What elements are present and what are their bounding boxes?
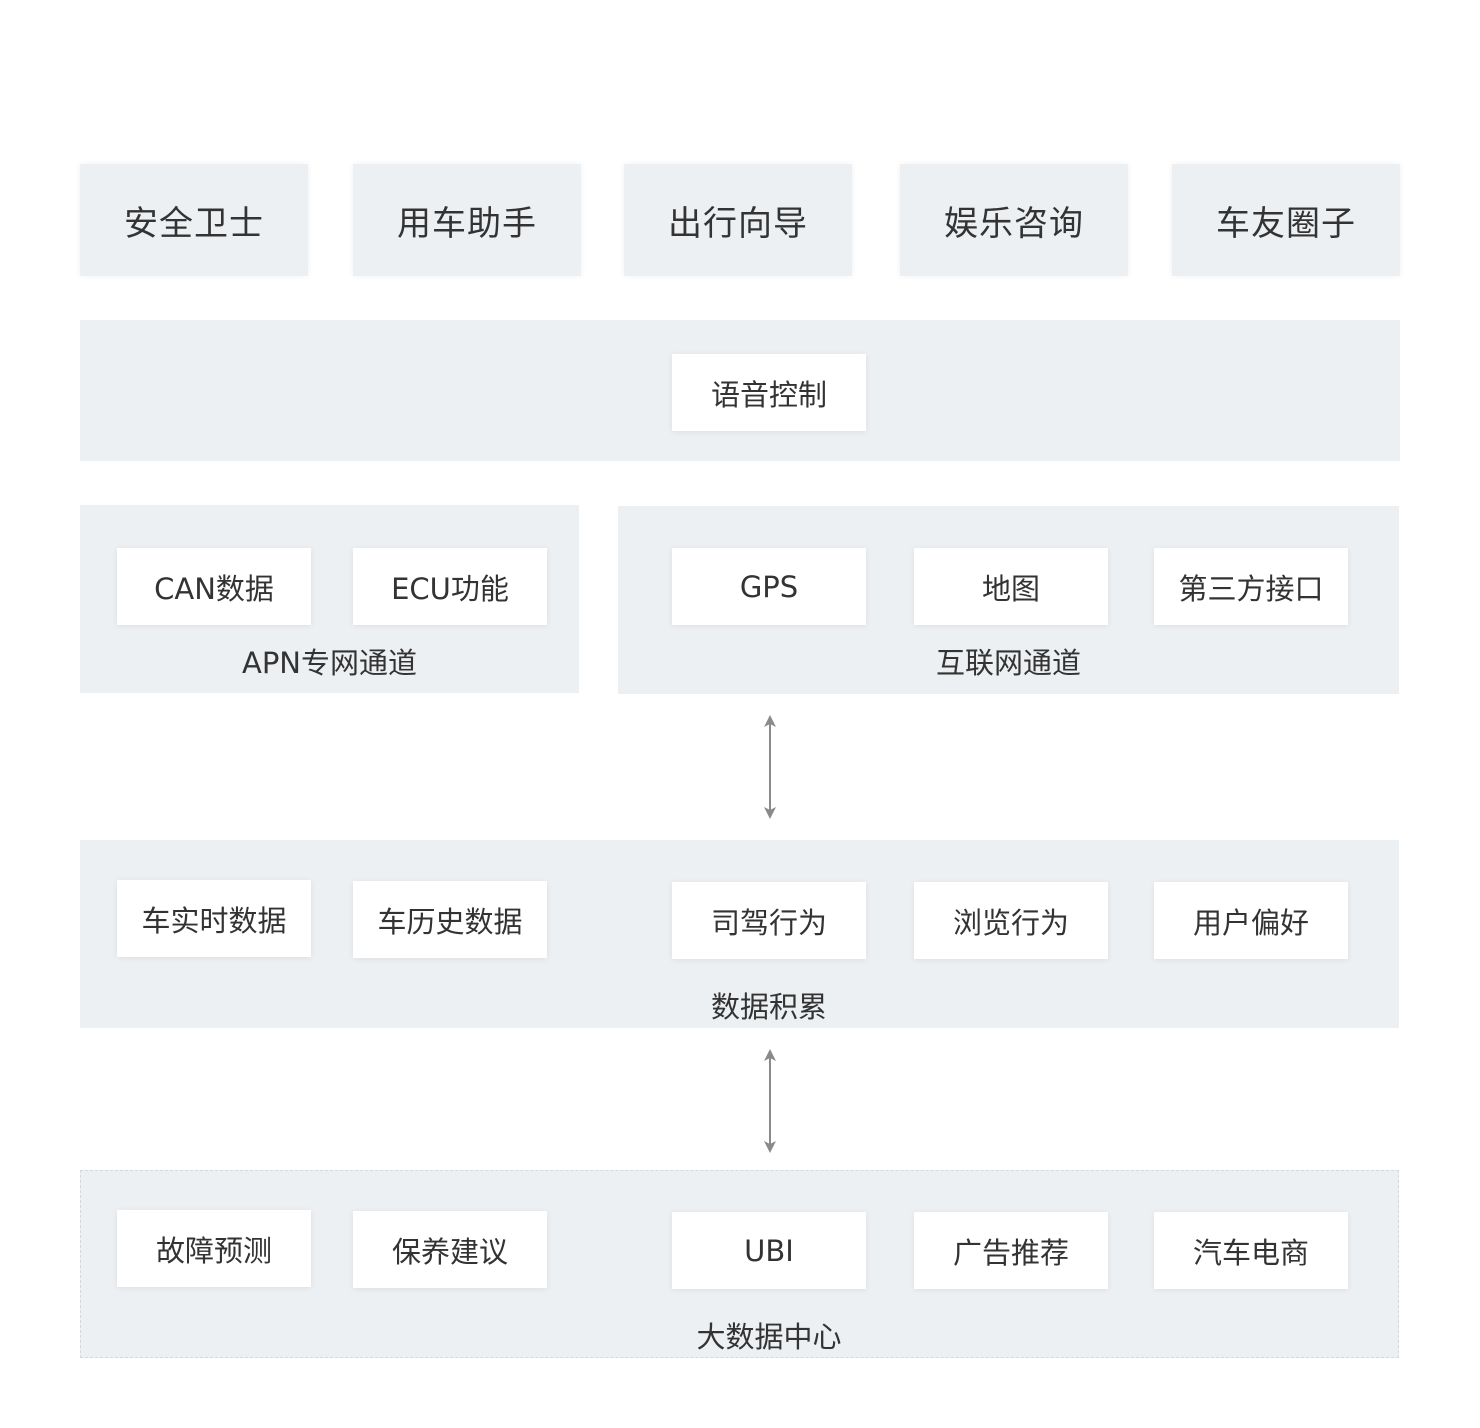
module-cheyou-quanzi[interactable]: 车友圈子 [1172, 164, 1400, 276]
history-data-chip[interactable]: 车历史数据 [353, 881, 547, 958]
module-anquan-weishi[interactable]: 安全卫士 [80, 164, 308, 276]
third-party-api-chip[interactable]: 第三方接口 [1154, 548, 1348, 625]
data-accumulation-label: 数据积累 [710, 990, 827, 1024]
big-data-center-label: 大数据中心 [696, 1320, 842, 1354]
driving-behavior-chip[interactable]: 司驾行为 [672, 882, 866, 959]
module-yule-zixun[interactable]: 娱乐咨询 [900, 164, 1128, 276]
bidirectional-arrow-icon [764, 1049, 776, 1153]
module-chuxing-xiangdao[interactable]: 出行向导 [624, 164, 852, 276]
apn-channel-label: APN专网通道 [241, 646, 418, 680]
ecu-function-chip[interactable]: ECU功能 [353, 548, 547, 625]
map-chip[interactable]: 地图 [914, 548, 1108, 625]
bidirectional-arrow-icon [764, 715, 776, 819]
fault-prediction-chip[interactable]: 故障预测 [117, 1210, 311, 1287]
user-preference-chip[interactable]: 用户偏好 [1154, 882, 1348, 959]
realtime-data-chip[interactable]: 车实时数据 [117, 880, 311, 957]
module-yongche-zhushou[interactable]: 用车助手 [353, 164, 581, 276]
ubi-chip[interactable]: UBI [672, 1212, 866, 1289]
auto-ecommerce-chip[interactable]: 汽车电商 [1154, 1212, 1348, 1289]
maintenance-advice-chip[interactable]: 保养建议 [353, 1211, 547, 1288]
browsing-behavior-chip[interactable]: 浏览行为 [914, 882, 1108, 959]
voice-control-chip[interactable]: 语音控制 [672, 354, 866, 431]
internet-channel-label: 互联网通道 [935, 646, 1081, 680]
gps-chip[interactable]: GPS [672, 548, 866, 625]
can-data-chip[interactable]: CAN数据 [117, 548, 311, 625]
ad-recommendation-chip[interactable]: 广告推荐 [914, 1212, 1108, 1289]
